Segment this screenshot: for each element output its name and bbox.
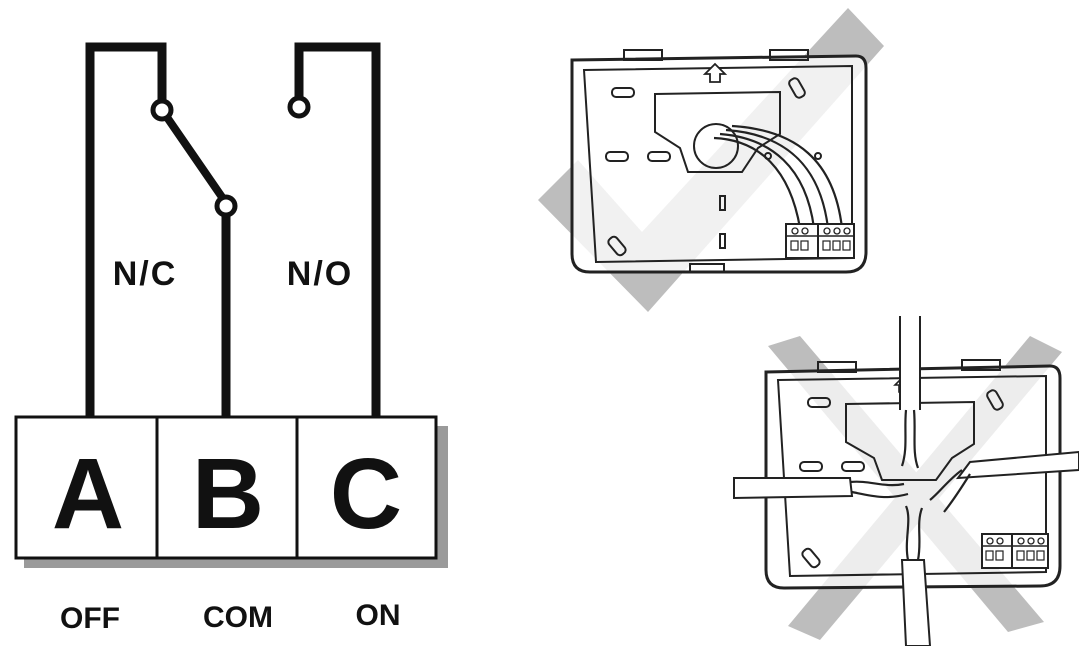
- cable-grommet: [693, 123, 739, 169]
- incorrect-installation-example: [733, 316, 1079, 646]
- terminal-b-state-label: COM: [203, 601, 273, 634]
- switch-arm: [158, 106, 228, 204]
- thermostat-base-plate: [570, 54, 868, 274]
- nc-contact-node: [150, 98, 174, 122]
- screw-slot: [986, 389, 1004, 411]
- screw-slot: [841, 461, 865, 472]
- terminal-c-letter: C: [330, 438, 402, 550]
- routed-cable: [719, 132, 816, 229]
- screw-slot: [607, 235, 627, 257]
- com-contact-node: [214, 194, 238, 218]
- relay-schematic: A B C N/C N/O OFF COM ON: [14, 42, 448, 635]
- screw-slot: [799, 461, 823, 472]
- wire-no: [294, 42, 381, 417]
- screw-slot: [647, 151, 671, 162]
- screw-slot: [807, 397, 831, 408]
- screw-slot: [605, 151, 629, 162]
- no-label: N/O: [287, 255, 353, 293]
- terminal-block: [14, 415, 438, 560]
- nc-label: N/C: [113, 255, 178, 293]
- no-contact-node: [287, 95, 311, 119]
- wire-nc: [85, 42, 167, 417]
- mounting-tab: [769, 49, 809, 61]
- correct-installation-example: [538, 8, 884, 312]
- mounting-tab: [961, 359, 1001, 371]
- thermostat-base-plate: [764, 364, 1062, 590]
- arrow-up-icon: [702, 62, 728, 83]
- terminal-b-letter: B: [192, 438, 264, 550]
- screw-slot: [788, 77, 806, 99]
- screw-slot: [801, 547, 821, 569]
- screw-hole: [814, 152, 822, 160]
- routed-cable: [731, 124, 844, 229]
- cable-opening: [654, 90, 781, 173]
- terminal-a-state-label: OFF: [60, 602, 120, 635]
- bottom-tab: [689, 263, 725, 273]
- routed-cable: [713, 136, 802, 229]
- mounting-tab: [817, 361, 857, 373]
- screw-slot: [611, 87, 635, 98]
- terminal-a-letter: A: [52, 438, 124, 550]
- mounting-tab: [623, 49, 663, 61]
- tangled-cables: [733, 316, 1079, 646]
- terminal-strip: [785, 223, 855, 259]
- routed-cable: [725, 128, 830, 229]
- screw-slot: [719, 195, 726, 211]
- terminal-c-state-label: ON: [356, 599, 401, 632]
- cable-opening: [845, 400, 975, 481]
- terminal-strip: [981, 533, 1049, 569]
- base-inner-edge: [776, 374, 1047, 578]
- screw-slot: [719, 233, 726, 249]
